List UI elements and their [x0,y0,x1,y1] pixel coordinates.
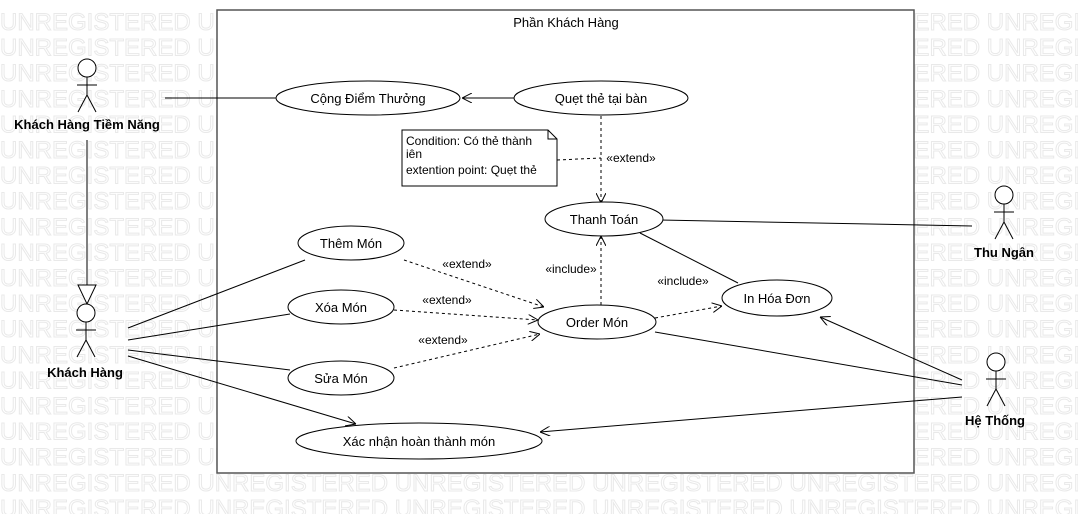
generalization [77,140,97,306]
assoc-customer-delete-dish [127,313,291,341]
use-case-add-dish-label: Thêm Món [320,236,382,251]
note-anchor-line [556,157,602,161]
actor-customer[interactable] [76,303,96,358]
directed-associations [127,98,963,432]
label-extend-edit-dish: «extend» [418,333,468,347]
use-case-edit-dish-label: Sửa Món [314,371,368,386]
note-line-3: extention point: Quẹt thẻ [406,163,537,177]
watermark-row: UNREGISTERED UNREGISTERED UNREGISTERED U… [0,470,1078,497]
label-include-print-invoice: «include» [657,274,709,288]
label-include-payment: «include» [545,262,597,276]
extend-delete-dish-to-order [393,309,538,320]
label-extend-add-dish: «extend» [442,257,492,271]
use-case-confirm-done-label: Xác nhận hoàn thành món [343,434,496,449]
use-case-payment-label: Thanh Toán [570,212,638,227]
actor-potential-customer[interactable] [77,58,97,113]
use-case-order-dish-label: Order Món [566,315,628,330]
use-case-confirm-done[interactable]: Xác nhận hoàn thành món [295,422,543,460]
include-order-to-print-invoice [654,306,722,319]
label-extend-delete-dish: «extend» [422,293,472,307]
assoc-order-system [654,331,963,386]
use-case-print-invoice[interactable]: In Hóa Đơn [721,279,833,317]
note-line-2: iên [406,147,422,161]
watermark-row: UNREGISTERED UNREGISTERED UNREGISTERED U… [0,495,1078,514]
actor-customer-label: Khách Hàng [47,365,123,380]
assoc-customer-edit-dish [127,349,291,371]
use-case-edit-dish[interactable]: Sửa Món [287,360,395,396]
actor-cashier[interactable] [994,185,1014,240]
dependencies [393,116,722,369]
assoc-customer-add-dish [127,259,306,329]
actor-potential-customer-label: Khách Hàng Tiềm Năng [14,117,160,132]
extend-add-dish-to-order [403,259,544,307]
use-case-swipe-card-label: Quẹt thẻ tại bàn [555,91,648,106]
use-case-delete-dish-label: Xóa Món [315,300,367,315]
assoc-payment-print-invoice [639,232,739,284]
use-case-print-invoice-label: In Hóa Đơn [743,291,810,306]
associations [127,97,973,386]
use-case-bonus-points[interactable]: Cộng Điểm Thưởng [275,80,461,116]
condition-note: Condition: Có thẻ thành iên extention po… [401,129,558,187]
actor-system[interactable] [986,352,1006,407]
actor-system-label: Hệ Thống [965,413,1025,428]
use-case-swipe-card[interactable]: Quẹt thẻ tại bàn [513,80,689,116]
use-case-order-dish[interactable]: Order Món [537,304,657,340]
note-line-1: Condition: Có thẻ thành [406,134,532,148]
system-boundary-title: Phần Khách Hàng [513,15,619,30]
label-extend-swipe-card: «extend» [606,151,656,165]
assoc-customer-confirm-done [127,355,356,424]
assoc-payment-cashier [659,219,973,227]
relation-labels: «extend» «extend» «extend» «extend» «inc… [418,151,709,347]
assoc-system-confirm-done [540,396,963,432]
assoc-system-print-invoice [820,317,963,381]
use-case-bonus-points-label: Cộng Điểm Thưởng [310,91,425,106]
use-case-add-dish[interactable]: Thêm Món [297,225,405,261]
extend-edit-dish-to-order [393,334,540,369]
use-case-delete-dish[interactable]: Xóa Món [287,289,395,325]
generalization-arrowhead [77,284,97,306]
actor-cashier-label: Thu Ngân [974,245,1034,260]
use-case-payment[interactable]: Thanh Toán [544,201,664,237]
